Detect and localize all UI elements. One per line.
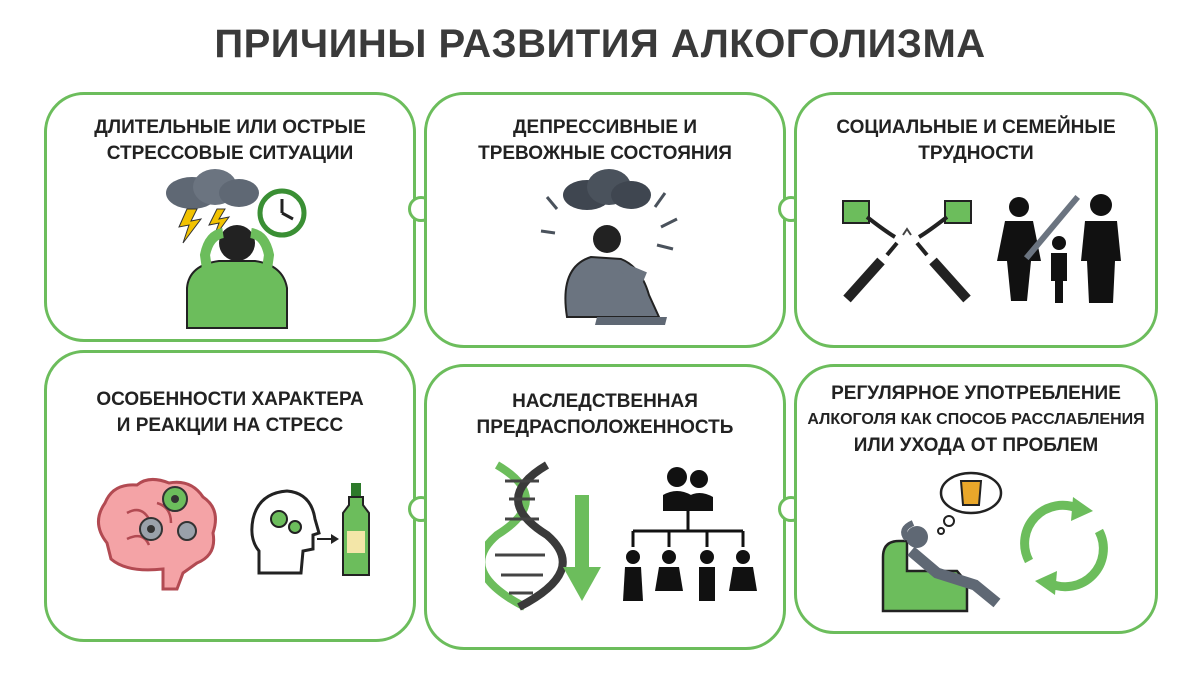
card-character: ОСОБЕННОСТИ ХАРАКТЕРА И РЕАКЦИИ НА СТРЕС… <box>44 350 416 642</box>
card-title: ДЕПРЕССИВНЫЕ И ТРЕВОЖНЫЕ СОСТОЯНИЯ <box>478 117 732 164</box>
card-heredity: НАСЛЕДСТВЕННАЯ ПРЕДРАСПОЛОЖЕННОСТЬ <box>424 364 786 650</box>
card-title: СОЦИАЛЬНЫЕ И СЕМЕЙНЫЕ ТРУДНОСТИ <box>836 117 1116 164</box>
stressed-person-icon <box>186 225 288 329</box>
card-title: НАСЛЕДСТВЕННАЯ ПРЕДРАСПОЛОЖЕННОСТЬ <box>476 391 734 438</box>
card-regular-use: РЕГУЛЯРНОЕ УПОТРЕБЛЕНИЕ АЛКОГОЛЯ КАК СПО… <box>794 364 1158 634</box>
family-tree-illustration <box>623 467 757 601</box>
thought-glass-icon <box>937 471 1003 535</box>
relaxing-person-icon <box>881 520 1001 613</box>
brain-illustration <box>97 478 217 591</box>
relaxing-illustration <box>881 471 1003 613</box>
broken-family-illustration <box>997 194 1121 303</box>
page-title: ПРИЧИНЫ РАЗВИТИЯ АЛКОГОЛИЗМА <box>214 22 986 66</box>
broken-handshake-illustration <box>842 200 972 303</box>
brain-gears-icon <box>97 478 217 591</box>
clock-icon <box>257 188 307 238</box>
card-title: РЕГУЛЯРНОЕ УПОТРЕБЛЕНИЕ АЛКОГОЛЯ КАК СПО… <box>807 383 1145 456</box>
card-stress: ДЛИТЕЛЬНЫЕ ИЛИ ОСТРЫЕ СТРЕССОВЫЕ СИТУАЦИ… <box>44 92 416 342</box>
down-arrow-icon <box>563 495 601 601</box>
card-title: ДЛИТЕЛЬНЫЕ ИЛИ ОСТРЫЕ СТРЕССОВЫЕ СИТУАЦИ… <box>94 117 366 164</box>
card-title: ОСОБЕННОСТИ ХАРАКТЕРА И РЕАКЦИИ НА СТРЕС… <box>96 389 364 436</box>
card-social: СОЦИАЛЬНЫЕ И СЕМЕЙНЫЕ ТРУДНОСТИ <box>794 92 1158 348</box>
lightning-icon <box>540 192 678 251</box>
dna-icon <box>485 461 567 611</box>
head-bottle-illustration <box>250 483 370 576</box>
storm-cloud-icon <box>166 169 259 244</box>
depression-illustration <box>540 169 678 325</box>
cycle-arrows-icon <box>1020 500 1108 592</box>
sad-sitting-person-icon <box>564 225 667 325</box>
card-depression: ДЕПРЕССИВНЫЕ И ТРЕВОЖНЫЕ СОСТОЯНИЯ <box>424 92 786 348</box>
family-tree-icon <box>623 467 757 601</box>
dna-illustration <box>485 461 601 611</box>
dark-cloud-icon <box>563 169 651 210</box>
broken-handshake-icon <box>842 200 972 303</box>
cycle-illustration <box>1020 497 1108 595</box>
stress-illustration <box>166 169 307 329</box>
head-to-bottle-icon <box>250 483 370 576</box>
broken-family-icon <box>997 194 1121 303</box>
